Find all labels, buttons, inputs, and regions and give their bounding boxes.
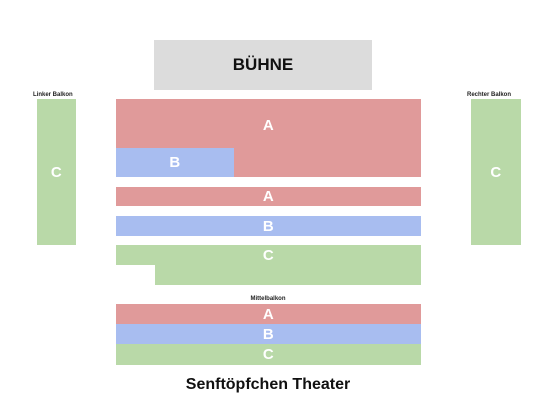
section-label: B [169, 154, 181, 171]
section-label: C [50, 163, 63, 181]
section-label: A [262, 117, 275, 134]
right-balcony-label: Rechter Balkon [467, 92, 512, 98]
section-label: C [490, 163, 502, 181]
section-label: B [262, 325, 275, 343]
right-balcony-section-c[interactable]: C [471, 99, 521, 245]
parterre-front-section-b[interactable]: B [116, 148, 234, 177]
section-label: B [262, 217, 275, 235]
section-label: C [262, 246, 275, 264]
left-balcony-label: Linker Balkon [33, 92, 73, 98]
section-label: C [262, 346, 275, 363]
stage: BÜHNE [154, 40, 372, 90]
theater-title: Senftöpfchen Theater [185, 376, 351, 393]
parterre-row-c-extension[interactable] [155, 265, 421, 285]
middle-balcony-row-b[interactable]: B [116, 324, 421, 344]
parterre-row-b[interactable]: B [116, 216, 421, 236]
middle-balcony-row-a[interactable]: A [116, 304, 421, 324]
parterre-row-a[interactable]: A [116, 187, 421, 206]
left-balcony-section-c[interactable]: C [37, 99, 76, 245]
parterre-row-c[interactable]: C [116, 245, 421, 265]
middle-balcony-row-c[interactable]: C [116, 344, 421, 365]
section-label: A [262, 305, 275, 323]
section-label: A [262, 188, 275, 205]
middle-balcony-label: Mittelbalkon [250, 296, 286, 302]
